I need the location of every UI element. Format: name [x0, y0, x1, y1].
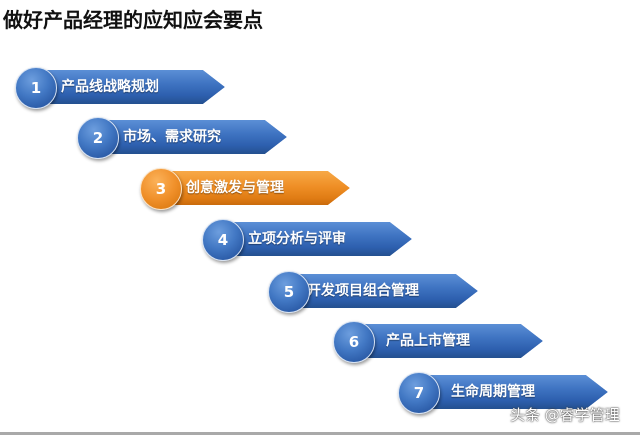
step-label: 产品线战略规划: [61, 79, 159, 95]
arrow-chevron-shape: [35, 70, 225, 104]
arrow-chevron-shape: [418, 375, 608, 409]
bottom-divider: [0, 432, 640, 435]
arrow-chevron-shape: [288, 274, 478, 308]
page-title: 做好产品经理的应知应会要点: [3, 8, 263, 32]
step-label: 立项分析与评审: [248, 231, 346, 247]
step-1: 产品线战略规划 1: [15, 65, 235, 109]
step-2: 市场、需求研究 2: [77, 115, 297, 159]
step-label: 开发项目组合管理: [307, 283, 419, 299]
step-number-badge: 3: [140, 168, 182, 210]
arrow-chevron-shape: [160, 171, 350, 205]
step-number-badge: 7: [398, 372, 440, 414]
arrow-chevron-shape: [353, 324, 543, 358]
step-label: 生命周期管理: [451, 384, 535, 400]
step-label: 产品上市管理: [386, 333, 470, 349]
step-5: 开发项目组合管理 5: [268, 269, 488, 313]
step-number-badge: 1: [15, 67, 57, 109]
step-label: 创意激发与管理: [186, 180, 284, 196]
step-number-badge: 2: [77, 117, 119, 159]
arrow-chevron-shape: [97, 120, 287, 154]
step-number-badge: 4: [202, 219, 244, 261]
watermark: 头条 @睿学管理: [510, 406, 620, 424]
step-4: 立项分析与评审 4: [202, 217, 422, 261]
arrow-chevron-shape: [222, 222, 412, 256]
step-label: 市场、需求研究: [123, 129, 221, 145]
step-6: 产品上市管理 6: [333, 319, 553, 363]
step-3: 创意激发与管理 3: [140, 166, 360, 210]
step-7: 生命周期管理 7: [398, 370, 618, 414]
step-number-badge: 6: [333, 321, 375, 363]
step-number-badge: 5: [268, 271, 310, 313]
